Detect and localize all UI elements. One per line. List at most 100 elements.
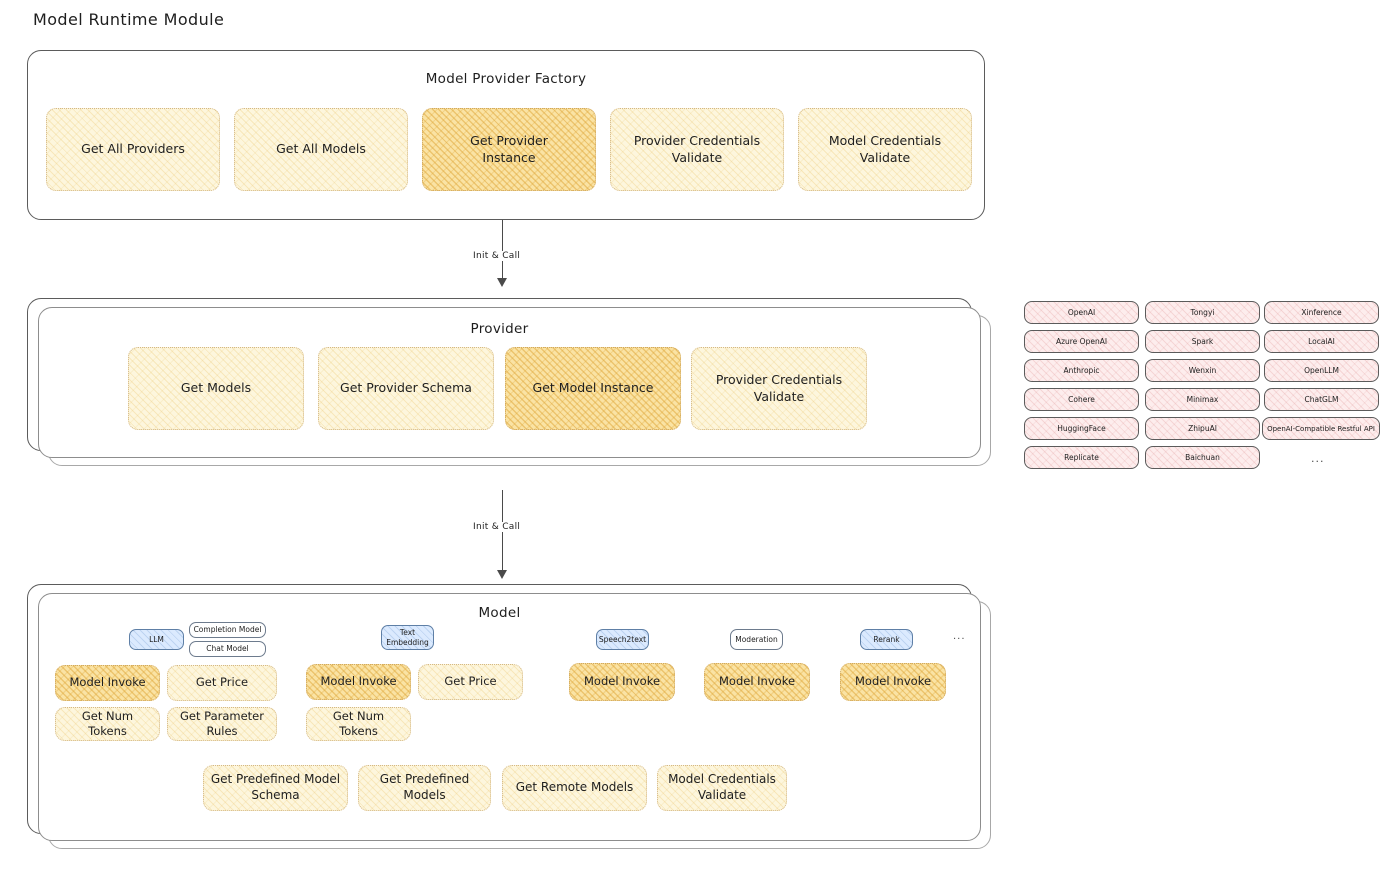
factory-box-label: Get All Models	[276, 141, 366, 157]
model-type-label: Moderation	[735, 634, 778, 644]
factory-box-label: Model Credentials Validate	[829, 133, 941, 166]
model-action-llm-get-price[interactable]: Get Price	[167, 665, 277, 701]
provider-pill-spark[interactable]: Spark	[1145, 330, 1260, 353]
model-action-label: Model Invoke	[583, 674, 661, 689]
model-type-label: Text Embedding	[386, 628, 429, 647]
provider-pill-label: ChatGLM	[1304, 395, 1339, 404]
provider-box-get-provider-schema[interactable]: Get Provider Schema	[318, 347, 494, 430]
provider-pill-label: OpenAI-Compatible Restful API	[1267, 424, 1375, 433]
model-card: Model LLM Completion Model Chat Model Mo…	[27, 584, 991, 849]
arrow-factory-to-provider-head	[497, 278, 507, 287]
factory-box-label: Provider Credentials Validate	[634, 133, 760, 166]
model-action-rerank-model-invoke[interactable]: Model Invoke	[840, 663, 946, 701]
provider-pill-azure-openai[interactable]: Azure OpenAI	[1024, 330, 1139, 353]
provider-pill-cohere[interactable]: Cohere	[1024, 388, 1139, 411]
model-action-label: Model Invoke	[854, 674, 932, 689]
factory-box-label-line2: Instance	[482, 149, 536, 165]
provider-pill-label: OpenLLM	[1304, 366, 1339, 375]
model-action-speech2text-model-invoke[interactable]: Model Invoke	[569, 663, 675, 701]
provider-box-label-line2: Validate	[753, 388, 805, 404]
provider-card: Provider Get Models Get Provider Schema …	[27, 298, 991, 466]
provider-pill-minimax[interactable]: Minimax	[1145, 388, 1260, 411]
provider-box-provider-credentials-validate[interactable]: Provider Credentials Validate	[691, 347, 867, 430]
factory-box-label-line1: Get Provider	[470, 133, 548, 148]
model-action-label: Get Num Tokens	[332, 708, 385, 738]
factory-box-get-provider-instance[interactable]: Get Provider Instance	[422, 108, 596, 191]
provider-pill-label: Tongyi	[1190, 308, 1215, 317]
model-action-embedding-get-price[interactable]: Get Price	[418, 664, 523, 700]
provider-pill-baichuan[interactable]: Baichuan	[1145, 446, 1260, 469]
model-type-pill-rerank[interactable]: Rerank	[860, 629, 913, 650]
factory-box-label-line1: Provider Credentials	[633, 133, 761, 148]
model-type-pill-llm[interactable]: LLM	[129, 629, 184, 650]
arrow-factory-to-provider-label: Init & Call	[470, 251, 524, 261]
model-action-llm-model-invoke[interactable]: Model Invoke	[55, 665, 160, 701]
factory-box-model-credentials-validate[interactable]: Model Credentials Validate	[798, 108, 972, 191]
provider-pill-label: Cohere	[1068, 395, 1095, 404]
factory-box-label: Get All Providers	[81, 141, 185, 157]
provider-box-label: Provider Credentials Validate	[716, 372, 842, 405]
provider-pill-xinference[interactable]: Xinference	[1264, 301, 1379, 324]
page-title: Model Runtime Module	[33, 10, 225, 29]
factory-box-get-all-providers[interactable]: Get All Providers	[46, 108, 220, 191]
factory-box-get-all-models[interactable]: Get All Models	[234, 108, 408, 191]
model-common-action-get-predefined-model-schema[interactable]: Get Predefined Model Schema	[203, 765, 348, 811]
provider-pill-wenxin[interactable]: Wenxin	[1145, 359, 1260, 382]
model-type-label: LLM	[149, 634, 164, 644]
provider-pill-localai[interactable]: LocalAI	[1264, 330, 1379, 353]
provider-pill-zhipuai[interactable]: ZhipuAI	[1145, 417, 1260, 440]
provider-box-label-line1: Provider Credentials	[715, 372, 843, 387]
provider-pill-label: Baichuan	[1185, 453, 1220, 462]
model-action-llm-get-parameter-rules[interactable]: Get Parameter Rules	[167, 707, 277, 741]
model-action-label: Model Invoke	[69, 675, 146, 690]
model-common-action-model-credentials-validate[interactable]: Model Credentials Validate	[657, 765, 787, 811]
provider-pill-chatglm[interactable]: ChatGLM	[1264, 388, 1379, 411]
model-common-action-label-line1: Get Predefined	[379, 772, 470, 787]
factory-title: Model Provider Factory	[425, 71, 587, 87]
model-action-label: Get Price	[444, 674, 497, 689]
arrow-provider-to-model-line	[502, 490, 504, 575]
provider-pill-label: Anthropic	[1063, 366, 1100, 375]
model-common-action-get-remote-models[interactable]: Get Remote Models	[502, 765, 647, 811]
model-common-action-label: Get Predefined Models	[380, 772, 469, 804]
factory-box-provider-credentials-validate[interactable]: Provider Credentials Validate	[610, 108, 784, 191]
provider-pill-openllm[interactable]: OpenLLM	[1264, 359, 1379, 382]
factory-box-label-line2: Validate	[671, 149, 723, 165]
model-common-action-get-predefined-models[interactable]: Get Predefined Models	[358, 765, 491, 811]
model-subtype-pill-chat-model[interactable]: Chat Model	[189, 641, 266, 657]
model-action-llm-get-num-tokens[interactable]: Get Num Tokens	[55, 707, 160, 741]
provider-pill-openai[interactable]: OpenAI	[1024, 301, 1139, 324]
model-type-label-line2: Embedding	[386, 637, 429, 647]
provider-pill-replicate[interactable]: Replicate	[1024, 446, 1139, 469]
provider-pill-label: LocalAI	[1308, 337, 1335, 346]
provider-box-label: Get Provider Schema	[340, 380, 472, 396]
factory-box-label-line2: Validate	[859, 149, 911, 165]
model-action-embedding-get-num-tokens[interactable]: Get Num Tokens	[306, 707, 411, 741]
model-action-moderation-model-invoke[interactable]: Model Invoke	[704, 663, 810, 701]
provider-box-get-model-instance[interactable]: Get Model Instance	[505, 347, 681, 430]
model-action-label: Model Invoke	[718, 674, 796, 689]
model-common-action-label-line2: Schema	[251, 788, 300, 802]
provider-pill-openai-compatible-restful-api[interactable]: OpenAI-Compatible Restful API	[1262, 417, 1380, 440]
provider-pill-label: OpenAI	[1067, 308, 1096, 317]
model-subtype-label: Completion Model	[193, 625, 262, 635]
model-type-pill-moderation[interactable]: Moderation	[730, 629, 783, 650]
model-action-label: Model Invoke	[320, 674, 397, 689]
model-title: Model	[478, 605, 521, 621]
provider-pill-tongyi[interactable]: Tongyi	[1145, 301, 1260, 324]
model-action-embedding-model-invoke[interactable]: Model Invoke	[306, 664, 411, 700]
model-subtype-label: Chat Model	[206, 644, 249, 654]
model-type-pill-text-embedding[interactable]: Text Embedding	[381, 625, 434, 650]
model-subtype-pill-completion-model[interactable]: Completion Model	[189, 622, 266, 638]
model-type-label-line1: Text	[399, 628, 416, 638]
provider-pill-anthropic[interactable]: Anthropic	[1024, 359, 1139, 382]
model-common-action-label: Model Credentials Validate	[668, 772, 776, 804]
model-common-action-label-line1: Model Credentials	[668, 772, 776, 787]
model-provider-factory-card: Model Provider Factory Get All Providers…	[27, 50, 985, 220]
provider-box-get-models[interactable]: Get Models	[128, 347, 304, 430]
arrow-provider-to-model-head	[497, 570, 507, 579]
provider-pill-huggingface[interactable]: HuggingFace	[1024, 417, 1139, 440]
model-type-pill-speech2text[interactable]: Speech2text	[596, 629, 649, 650]
provider-title: Provider	[470, 321, 529, 337]
model-common-action-label-line2: Validate	[697, 788, 747, 802]
